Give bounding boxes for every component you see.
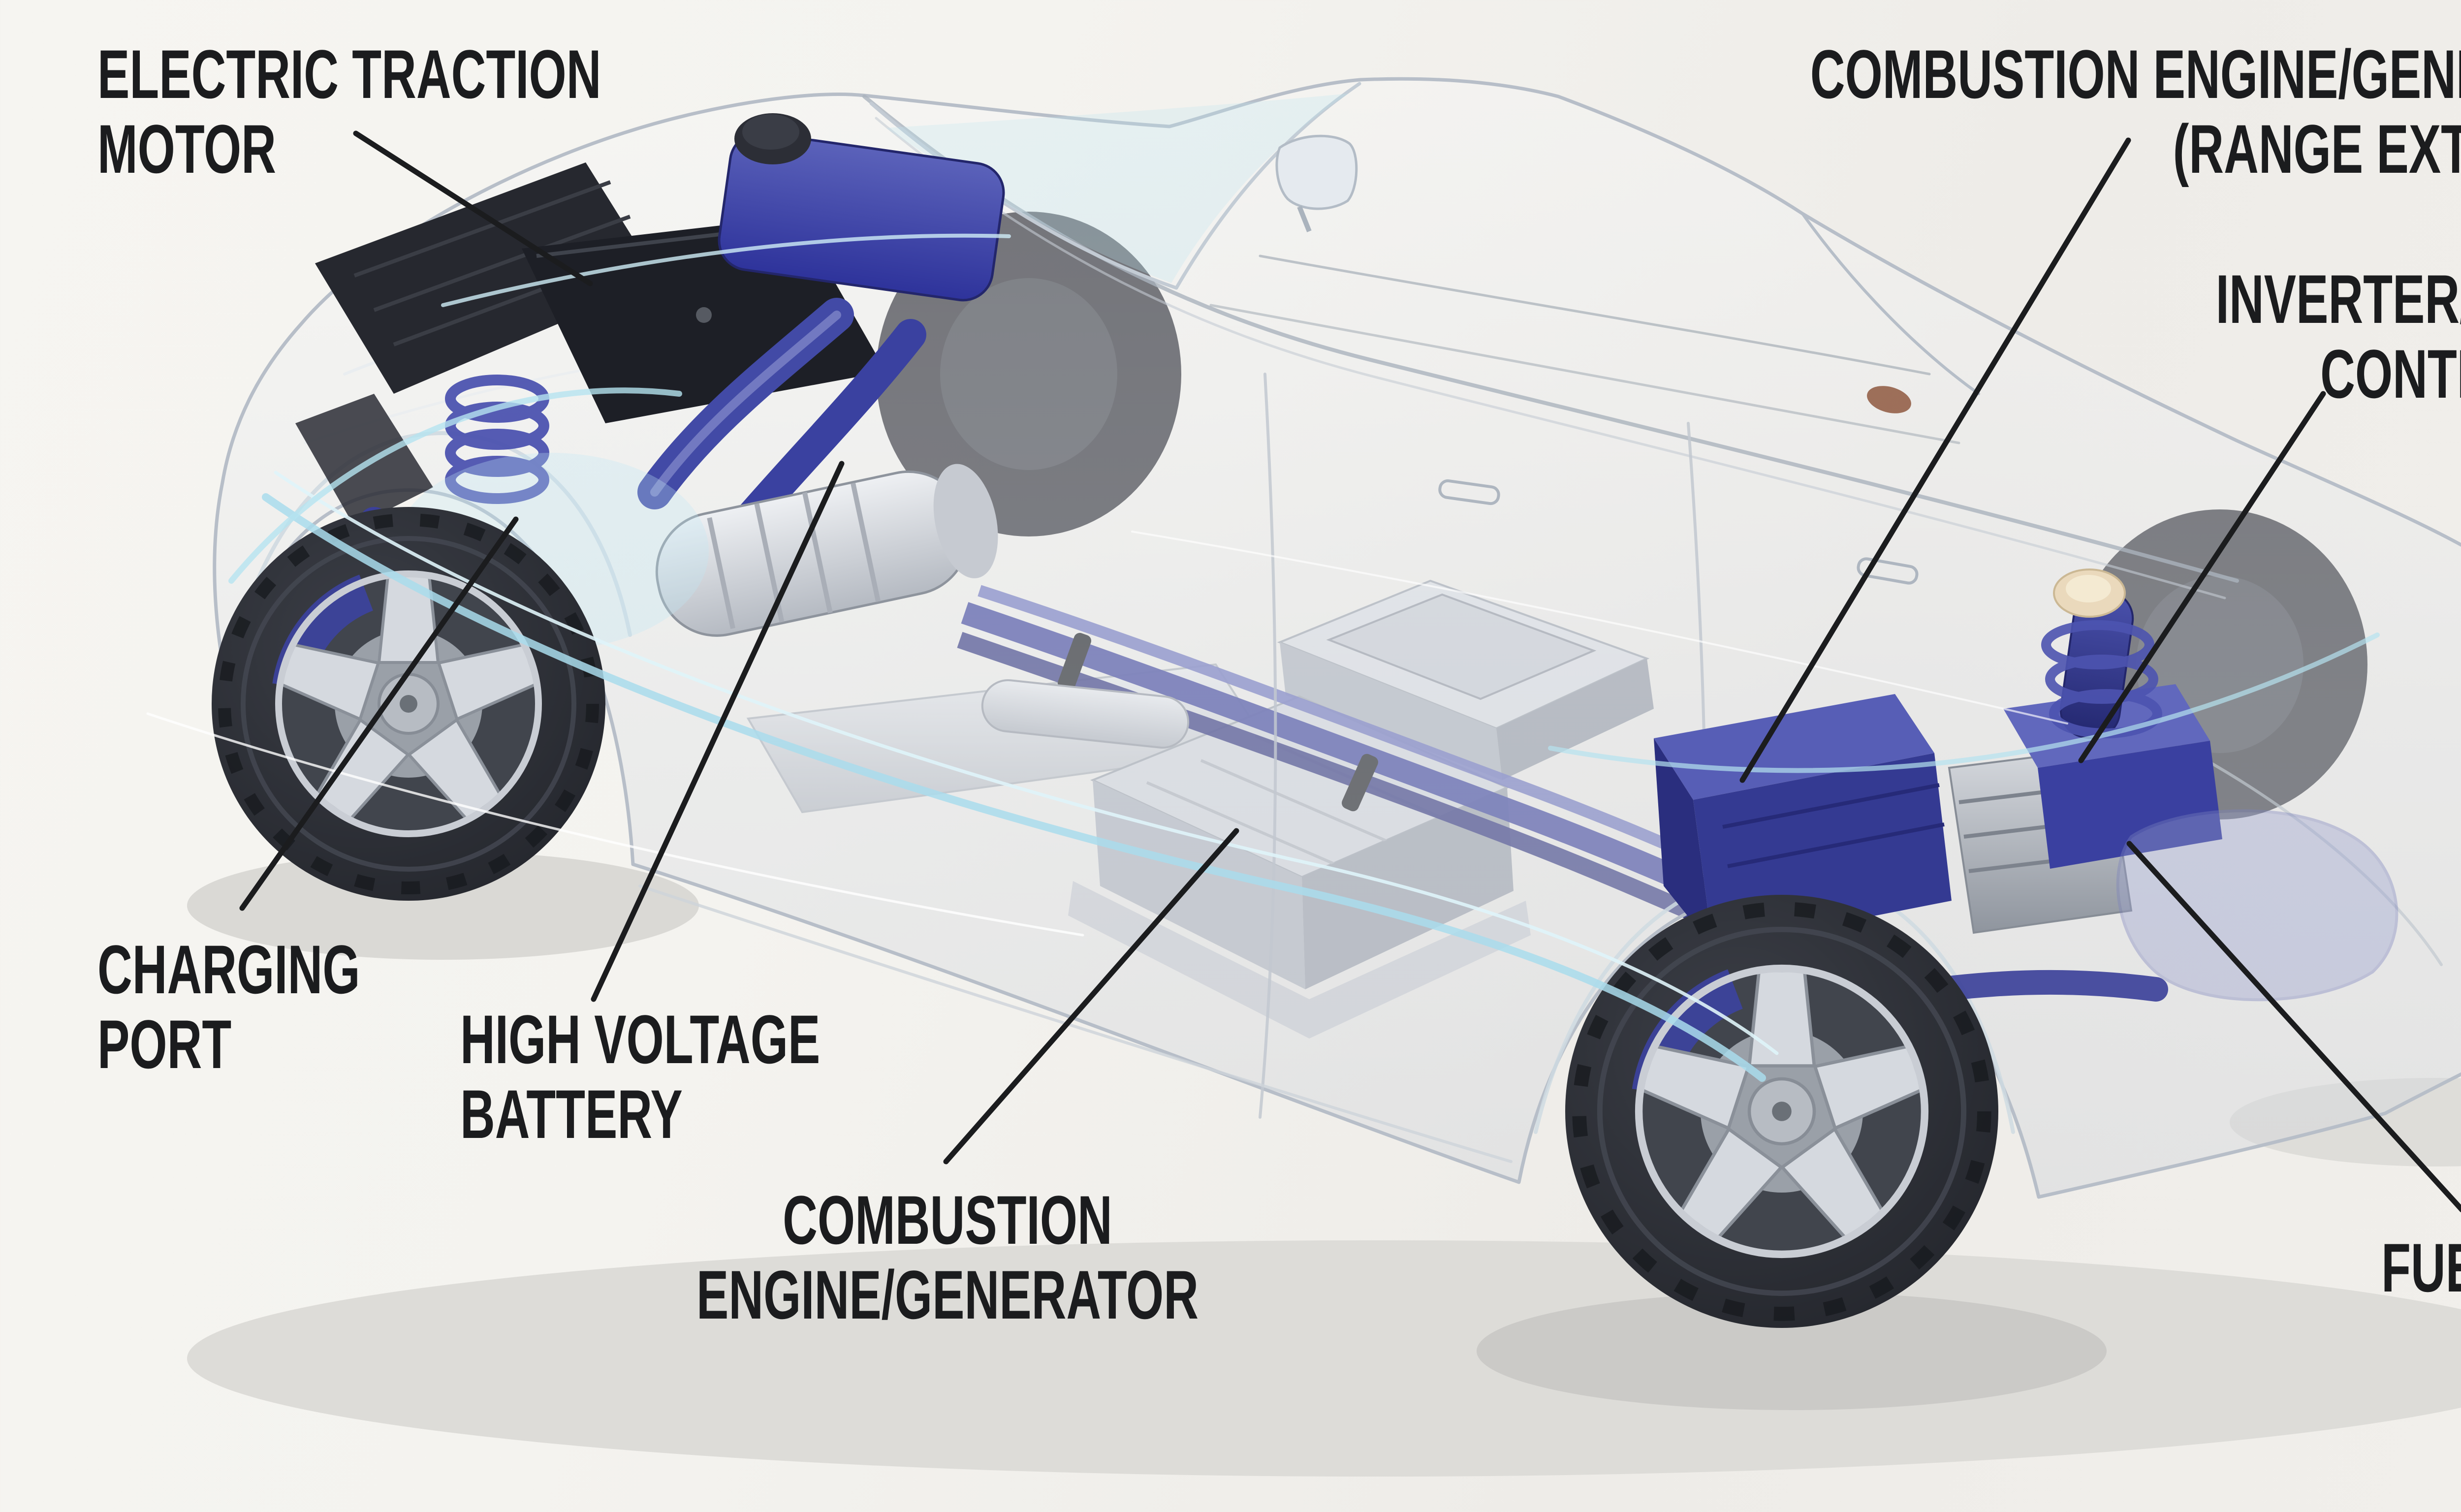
leader-combustion-engine-generator xyxy=(943,828,1239,1165)
leader-inverter-power-controller xyxy=(2078,391,2326,763)
label-line: CHARGING xyxy=(97,931,360,1008)
front-drive-unit xyxy=(295,113,1005,769)
energy-flow-lines xyxy=(146,233,2380,1082)
label-inverter-power-controller: INVERTER/POWER CONTROLLER xyxy=(2027,262,2461,411)
label-line: MOTOR xyxy=(97,110,276,188)
windshield-tint xyxy=(886,94,1349,283)
label-electric-traction-motor: ELECTRIC TRACTION MOTOR xyxy=(97,37,817,187)
coolant-tank xyxy=(718,113,1005,302)
label-line: COMBUSTION ENGINE/GENERATOR xyxy=(1810,35,2461,113)
label-line: ENGINE/GENERATOR xyxy=(696,1256,1199,1333)
rear-wheel xyxy=(1565,895,1998,1328)
label-combustion-engine-generator: COMBUSTION ENGINE/GENERATOR xyxy=(589,1183,1306,1332)
label-line: COMBUSTION xyxy=(783,1181,1112,1259)
radiator-module xyxy=(315,162,660,394)
label-line: BATTERY xyxy=(460,1075,683,1153)
leader-high-voltage-battery xyxy=(591,461,845,1002)
front-wheel xyxy=(212,507,605,901)
label-line: HIGH VOLTAGE xyxy=(460,1001,820,1078)
leader-lines xyxy=(239,130,2461,1213)
lower-fins xyxy=(295,394,433,527)
leader-charging-port xyxy=(239,516,519,911)
label-line: ELECTRIC TRACTION xyxy=(97,35,601,113)
label-line: CONTROLLER xyxy=(2320,335,2461,412)
label-fuel-tank: FUEL TANK xyxy=(2266,1230,2461,1305)
door-trim-accent xyxy=(1867,386,1911,413)
leader-electric-traction-motor xyxy=(353,130,593,286)
label-line: FUEL TANK xyxy=(2381,1229,2461,1306)
rear-strut xyxy=(2041,568,2162,739)
label-line: (RANGE EXTENDER) xyxy=(2173,110,2461,188)
leader-fuel-tank xyxy=(2126,841,2461,1213)
label-line: INVERTER/POWER xyxy=(2216,260,2461,338)
label-charging-port: CHARGING PORT xyxy=(97,932,473,1082)
label-line: PORT xyxy=(97,1006,232,1083)
label-combustion-engine-generator-range-extender: COMBUSTION ENGINE/GENERATOR (RANGE EXTEN… xyxy=(1448,37,2461,187)
gearbox-cylinder xyxy=(655,464,998,637)
label-high-voltage-battery: HIGH VOLTAGE BATTERY xyxy=(460,1002,975,1152)
side-mirror xyxy=(1275,134,1358,232)
leader-combustion-engine-generator-range-extender xyxy=(1739,137,2131,783)
fuel-tank-shape xyxy=(2116,809,2398,1002)
